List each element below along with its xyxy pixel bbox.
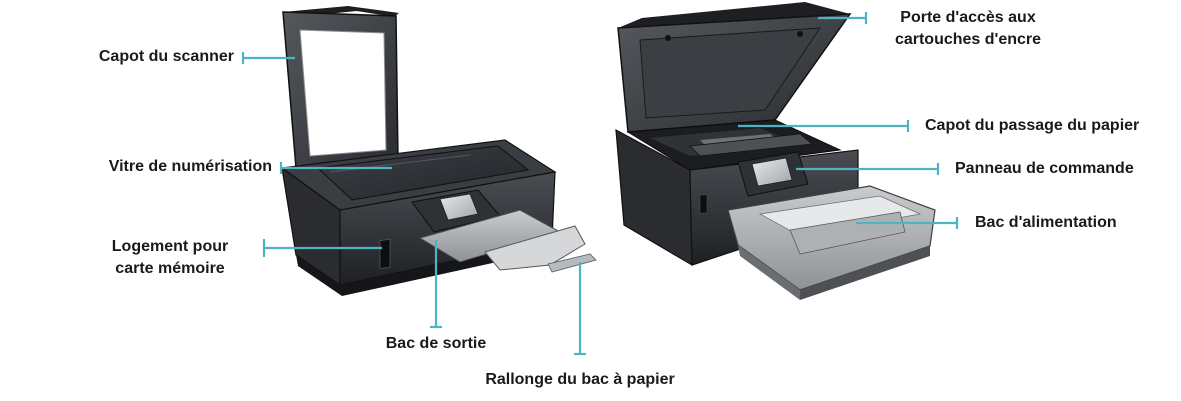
label-memory-card-slot-line1: Logement pour (80, 236, 260, 258)
label-scanner-glass: Vitre de numérisation (109, 156, 272, 178)
label-memory-card-slot: Logement pour carte mémoire (80, 236, 260, 280)
label-input-tray: Bac d'alimentation (975, 212, 1117, 234)
label-cartridge-door: Porte d'accès aux cartouches d'encre (868, 7, 1068, 51)
label-memory-card-slot-line2: carte mémoire (80, 258, 260, 280)
label-output-tray: Bac de sortie (346, 333, 526, 355)
printer-scanner-lid-open-icon (282, 6, 596, 296)
label-scanner-lid: Capot du scanner (99, 46, 234, 68)
label-cartridge-door-line1: Porte d'accès aux (868, 7, 1068, 29)
label-tray-extender: Rallonge du bac à papier (470, 369, 690, 391)
label-paper-path-cover: Capot du passage du papier (925, 115, 1139, 137)
label-cartridge-door-line2: cartouches d'encre (868, 29, 1068, 51)
label-control-panel: Panneau de commande (955, 158, 1134, 180)
